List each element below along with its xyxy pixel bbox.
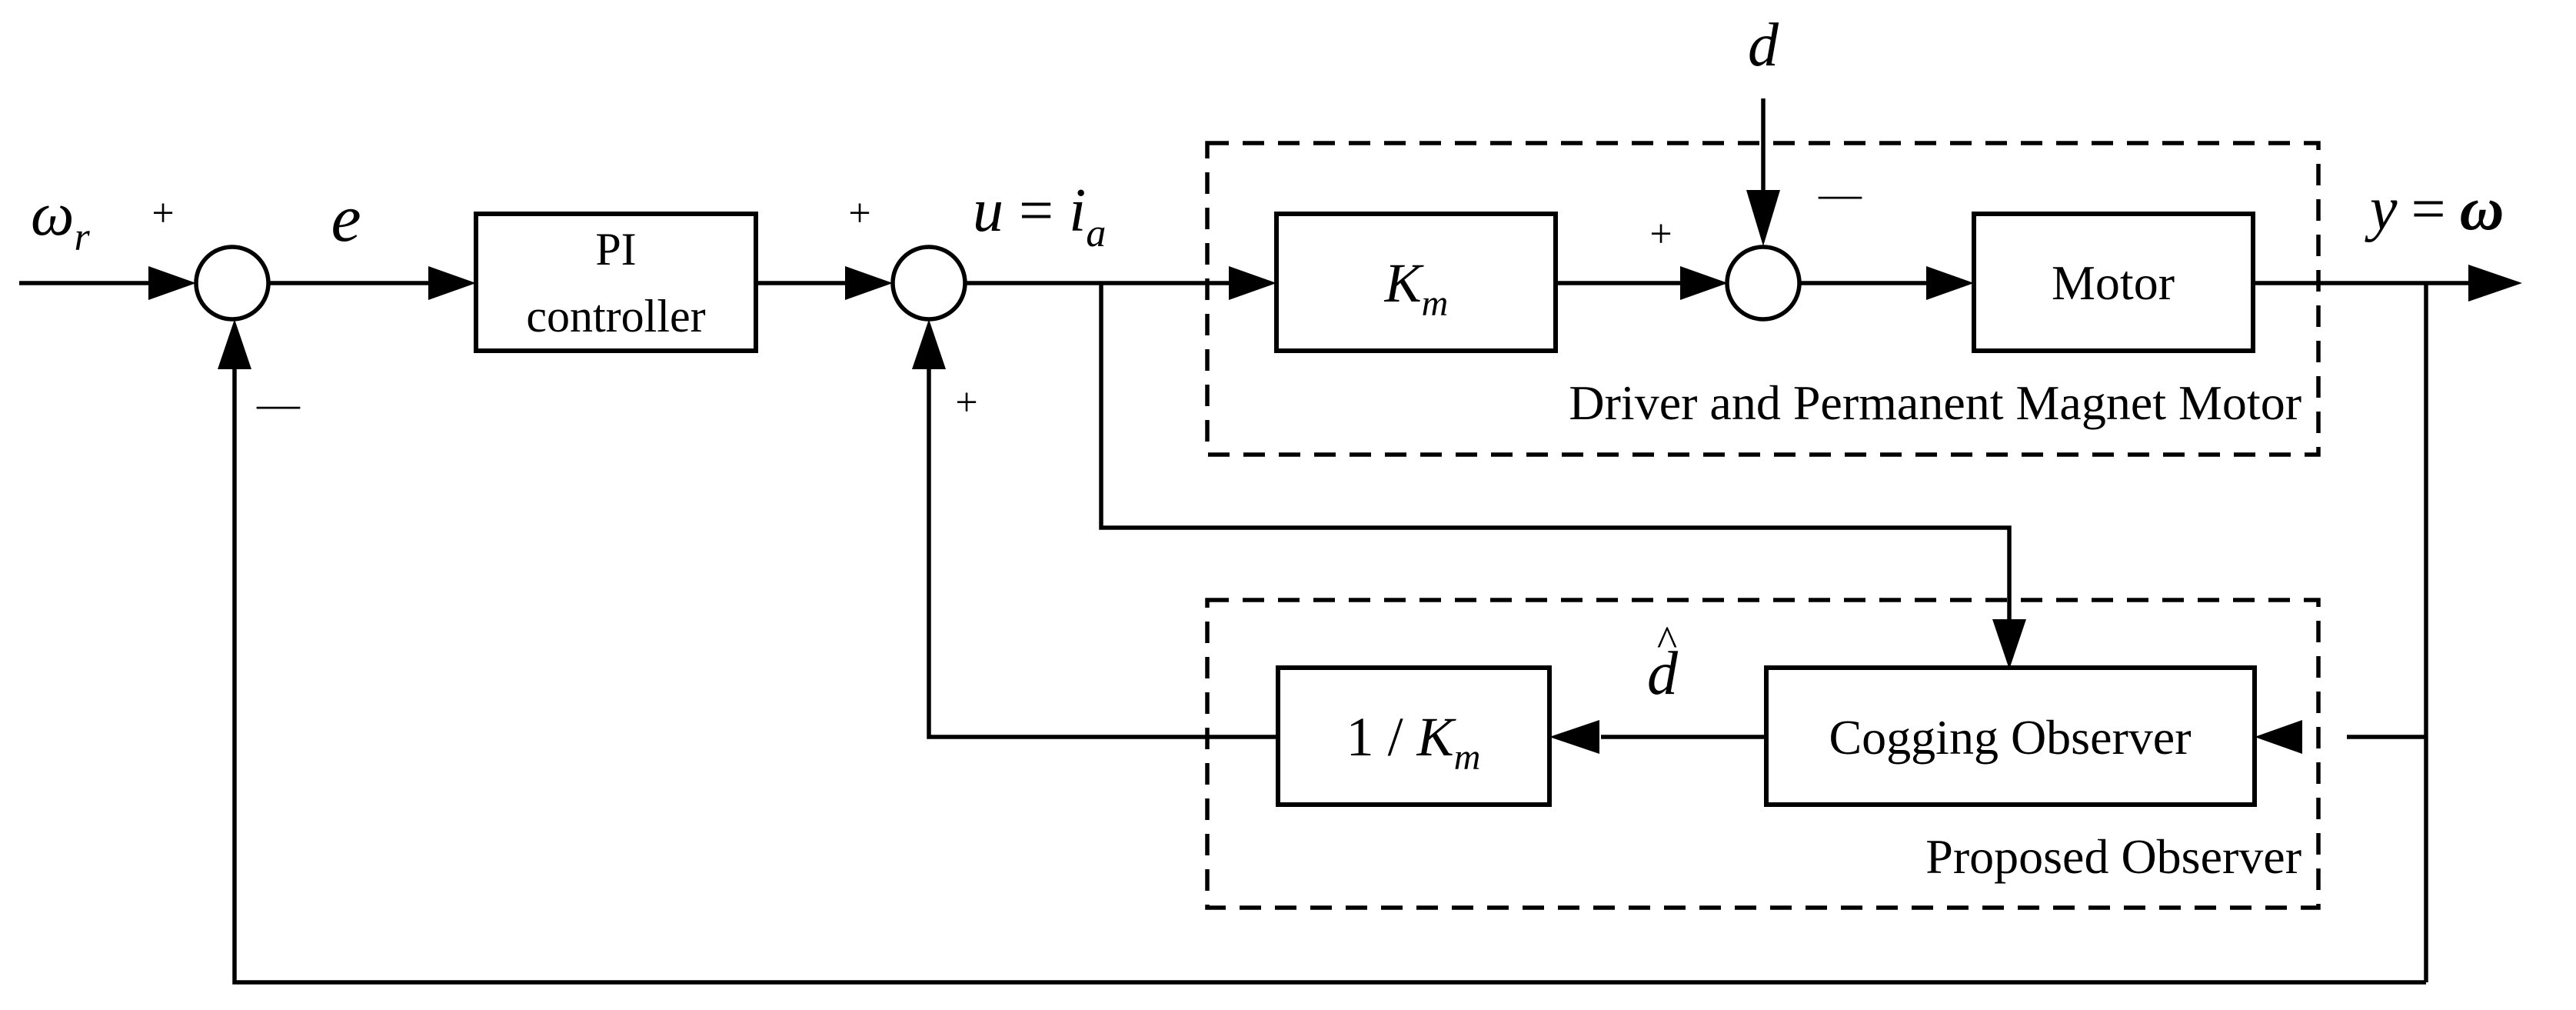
km-gain-label: Km bbox=[1384, 252, 1449, 324]
inverse-km-label: 1 / Km bbox=[1346, 706, 1481, 778]
motor-block: Motor bbox=[1972, 212, 2255, 353]
sum-junction-control bbox=[890, 245, 967, 322]
inverse-km-block: 1 / Km bbox=[1276, 665, 1552, 807]
control-signal-label: u=ia bbox=[973, 177, 1106, 255]
sum-junction-error bbox=[194, 245, 271, 322]
arrow-into-observer-right bbox=[2255, 720, 2302, 754]
disturbance-signal-label: d bbox=[1748, 12, 1779, 79]
arrow-into-motor bbox=[1926, 266, 1974, 300]
estimated-disturbance-hat: ^ bbox=[1657, 618, 1677, 665]
arrow-disturbance-into-sum3 bbox=[1746, 190, 1780, 246]
error-signal-label: e bbox=[331, 182, 361, 256]
sum1-plus-sign: + bbox=[151, 192, 174, 235]
arrow-into-sum3 bbox=[1680, 266, 1728, 300]
arrow-into-sum2 bbox=[845, 266, 893, 300]
arrow-into-pi bbox=[428, 266, 476, 300]
pi-controller-label-line2: controller bbox=[526, 291, 705, 342]
output-signal-label: y=ω bbox=[2365, 175, 2504, 243]
signal-lines bbox=[19, 98, 2472, 985]
sum-junction-disturbance bbox=[1725, 245, 1802, 322]
estimated-disturbance-label: ^ d bbox=[1647, 618, 1679, 708]
sum2-plus-sign-top: + bbox=[848, 192, 870, 235]
km-gain-block: Km bbox=[1274, 212, 1558, 353]
reference-signal-label: ωr bbox=[31, 181, 90, 259]
sum1-minus-sign: — bbox=[256, 380, 301, 428]
driver-motor-group-label: Driver and Permanent Magnet Motor bbox=[1569, 375, 2301, 430]
estimated-disturbance-symbol: d bbox=[1647, 640, 1679, 708]
pi-controller-block: PI controller bbox=[474, 212, 758, 353]
sum3-plus-sign: + bbox=[1649, 212, 1672, 256]
arrow-into-km bbox=[1229, 266, 1276, 300]
cogging-observer-label: Cogging Observer bbox=[1829, 710, 2191, 765]
arrow-into-inv-km bbox=[1549, 720, 1599, 754]
arrow-output bbox=[2468, 265, 2522, 302]
observer-group-label: Proposed Observer bbox=[1925, 829, 2301, 884]
motor-label: Motor bbox=[2052, 255, 2175, 310]
pi-controller-label-line1: PI bbox=[595, 224, 636, 275]
sum3-minus-sign: — bbox=[1818, 170, 1862, 218]
arrow-into-sum1 bbox=[148, 266, 196, 300]
cogging-observer-block: Cogging Observer bbox=[1764, 665, 2257, 807]
arrow-into-observer-top bbox=[1992, 619, 2026, 669]
arrow-feedback-into-sum1 bbox=[218, 319, 251, 369]
driver-motor-group-border bbox=[1205, 141, 2321, 457]
sum2-plus-sign-bottom: + bbox=[955, 381, 977, 425]
arrow-estimate-into-sum2 bbox=[912, 319, 946, 369]
arrowheads bbox=[148, 190, 2522, 754]
